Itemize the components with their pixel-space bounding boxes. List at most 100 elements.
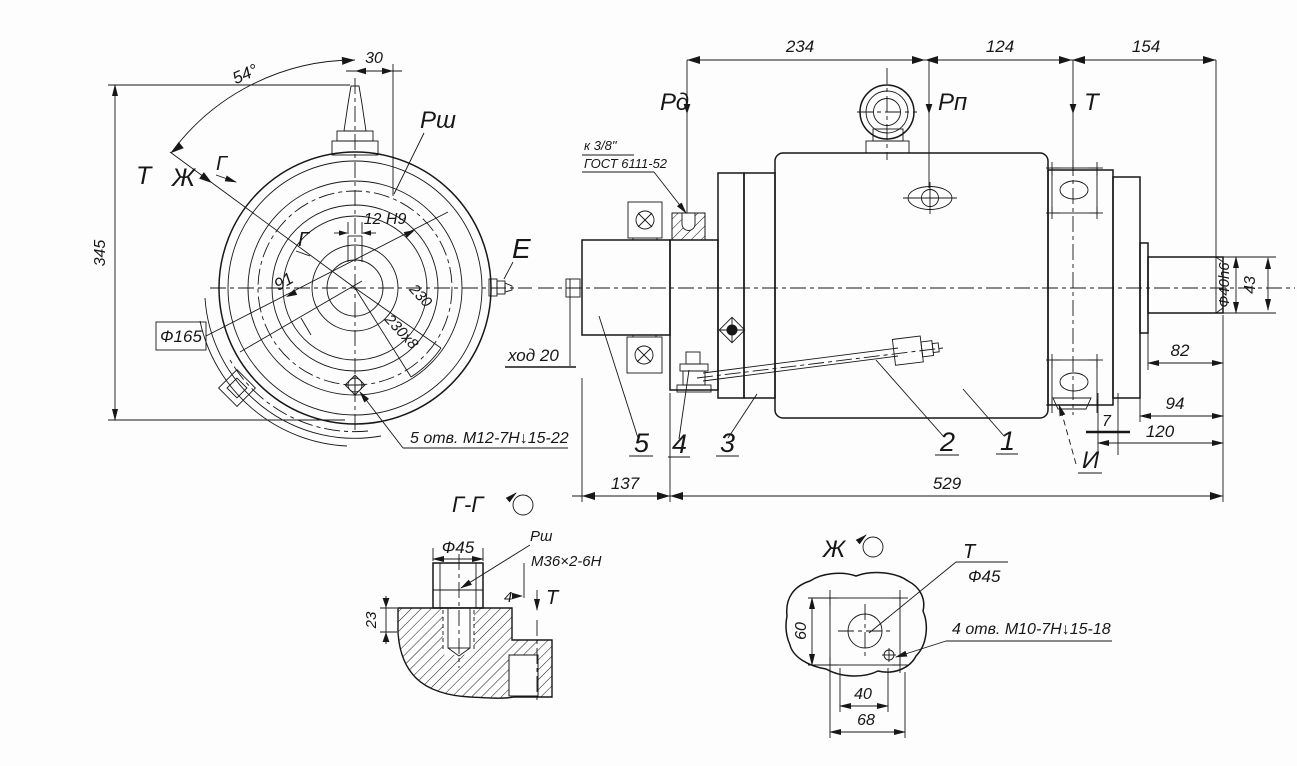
mount-arc-1 [204,297,382,439]
bolt-hole [344,374,366,396]
dim-68: 68 [857,712,875,729]
thread-note-2: ГОСТ 6111-52 [584,156,668,171]
rsh-label-gg: Рш [530,528,553,545]
section-g-label: Г [216,153,229,175]
t-leader [868,561,957,634]
view-zh: Ж Т Ф45 4 отв. М10-7Н↓15-18 60 40 68 [785,534,1112,738]
arrow [1210,492,1223,500]
arrow [925,104,933,114]
main-body [774,152,1049,419]
arrow [582,492,595,500]
arrow [670,492,683,500]
corner-ticks [822,590,908,673]
tick-91 [300,317,312,336]
end-cap [1112,176,1141,399]
arrow [403,230,415,238]
drill-hole [508,654,539,697]
shaft-dia-dim: Ф40h6 [1216,262,1233,308]
dim-234: 234 [785,37,814,56]
dim-124: 124 [986,37,1014,56]
dim-94: 94 [1166,394,1185,413]
bearing-top [1046,162,1103,219]
bracket-block [581,239,671,336]
keyway [334,222,376,262]
bearing-block [1047,169,1114,406]
i-leader-tip [1058,404,1066,417]
zh-title: Ж [822,536,847,563]
t-label: Т [1084,89,1101,116]
spline-dim-2: 230х8 [380,310,421,353]
dim-82: 82 [1171,341,1190,360]
rp-label: Рп [938,89,967,116]
i-leader [1061,413,1077,465]
terminal-pin [331,85,379,156]
threaded-bushing [671,212,706,241]
spline-dim-1: 230 [405,280,436,311]
arrow [657,492,670,500]
flange-bolt [718,316,746,344]
mount-arc-2 [199,320,348,447]
dim-23: 23 [363,611,380,629]
dim-40: 40 [854,686,872,703]
dim-154: 154 [1132,37,1160,56]
item-callouts: 5 4 3 2 1 [598,315,1018,459]
rsh-label: Рш [420,107,456,134]
holes-leader [895,640,947,658]
arrow [687,56,700,64]
side-view: ход 20 к 3/8" ГОСТ 6111-52 [505,37,1295,502]
housing-blob [785,571,928,677]
arc-arrow-1 [171,141,184,153]
dim-7: 7 [1102,413,1112,430]
f165-dim: Ф165 [160,327,202,346]
rotated-symbol-zh [855,534,884,558]
dim-120: 120 [1146,422,1175,441]
dim-30: 30 [365,50,383,67]
arrow [1203,56,1216,64]
bearing-bottom [1046,354,1103,413]
dim-60: 60 [793,622,810,640]
oil-plug [903,182,957,214]
arrow [286,289,298,297]
rd-label: Рд [660,89,689,116]
front-view: 12 Н9 Т Ж Г Г 54° 30 345 Рш Ф165 91 230 … [92,50,569,449]
sector-line-2 [354,287,412,378]
section-title: Г-Г [452,492,485,517]
stroke-note: ход 20 [507,346,559,365]
housing-outer-circle [218,151,492,425]
f45-dim: Ф45 [442,538,475,557]
holes-note-zh: 4 отв. М10-7Н↓15-18 [952,621,1111,638]
dim-345: 345 [92,240,109,267]
view-direction-line [169,151,356,289]
dim-line-91 [239,280,363,353]
section-g-tick-2 [295,250,311,257]
holes-note: 5 отв. М12-7Н↓15-22 [410,430,569,447]
item-1: 1 [1000,426,1015,456]
mount-arc-dash [229,359,369,433]
elbow-fitting [676,351,712,393]
item-5: 5 [634,428,650,458]
arrow [683,104,691,114]
rod-end [565,278,581,366]
keyway-dim: 12 Н9 [364,211,407,228]
item-3: 3 [720,428,735,458]
sector-line-1 [354,287,442,349]
arrow [382,598,390,608]
dim-43: 43 [1242,276,1259,294]
thread-leader [653,171,687,214]
angle-dim: 54° [230,60,261,88]
shaft [1147,256,1224,314]
f45-zh: Ф45 [968,567,1001,586]
arc-arrow-2 [341,56,355,65]
item-2: 2 [939,427,955,457]
section-g-g: Г-Г Ф45 Рш М36×2-6Н 4 Т 23 [363,492,602,700]
thread-dim: М36×2-6Н [531,553,602,570]
dim-137: 137 [611,474,640,493]
bolt-symbol-bottom [626,335,663,374]
t-label-gg: Т [546,587,560,609]
f165-line [205,211,449,337]
ring [669,239,719,391]
view-t-label: Т [136,162,153,190]
rotated-symbol [505,492,534,516]
